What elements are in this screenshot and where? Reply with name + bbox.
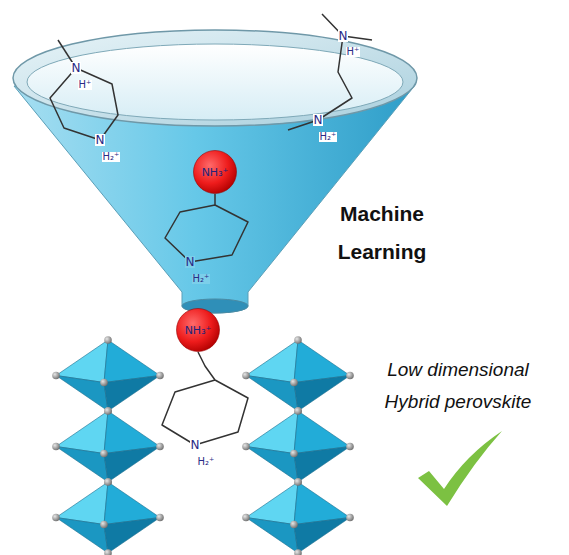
vertex-atom <box>346 372 354 380</box>
molecule-bonds <box>50 14 372 445</box>
octahedron-face <box>294 340 350 383</box>
ammonium-sphere: NH₃⁺ <box>176 308 220 352</box>
ammonium-sphere: NH₃⁺ <box>193 150 237 194</box>
octahedron-face <box>246 482 298 525</box>
atom-label: N <box>338 30 349 43</box>
vertex-atom <box>346 443 354 451</box>
octahedron-face <box>294 376 350 412</box>
octahedron-face <box>56 411 108 454</box>
charge-label: H⁺ <box>346 47 361 58</box>
vertex-atom <box>290 379 298 387</box>
vertex-atom <box>104 478 112 486</box>
octahedron-face <box>104 340 160 383</box>
atom-label: N <box>190 439 201 452</box>
vertex-atom <box>346 514 354 522</box>
octahedron-face <box>246 376 298 412</box>
octahedron-face <box>56 447 108 483</box>
vertex-atom <box>242 443 250 451</box>
octahedron-face <box>246 518 298 554</box>
atom-label: N <box>95 134 106 147</box>
octahedron-face <box>104 411 160 454</box>
vertex-atom <box>294 407 302 415</box>
charge-label: H⁺ <box>78 80 93 91</box>
octahedron-face <box>104 376 160 412</box>
vertex-atom <box>156 372 164 380</box>
ion-label: NH₃⁺ <box>176 308 220 352</box>
octahedron-face <box>56 376 108 412</box>
octahedron-face <box>294 518 350 554</box>
vertex-atom <box>290 521 298 529</box>
charge-label: H₂⁺ <box>192 274 211 285</box>
vertex-atom <box>100 450 108 458</box>
atom-label: N <box>185 256 196 269</box>
atom-label: N <box>313 114 324 127</box>
check-mark <box>418 431 502 506</box>
charge-label: H₂⁺ <box>197 457 216 468</box>
material-label: Low dimensional Hybrid perovskite <box>364 354 552 419</box>
octahedron-face <box>104 482 160 525</box>
vertex-atom <box>52 443 60 451</box>
octahedron-face <box>246 340 298 383</box>
vertex-atom <box>104 407 112 415</box>
octahedron-face <box>246 411 298 454</box>
octahedron-face <box>294 411 350 454</box>
vertex-atom <box>104 549 112 555</box>
vertex-atom <box>100 379 108 387</box>
atom-label: N <box>71 62 82 75</box>
vertex-atom <box>242 514 250 522</box>
charge-label: H₂⁺ <box>319 132 338 143</box>
vertex-atom <box>290 450 298 458</box>
vertex-atom <box>294 336 302 344</box>
method-label: Machine Learning <box>323 195 441 271</box>
vertex-atom <box>294 407 302 415</box>
octahedron-face <box>246 447 298 483</box>
octahedron-face <box>294 482 350 525</box>
octahedron-face <box>56 340 108 383</box>
octahedron-face <box>56 482 108 525</box>
vertex-atom <box>294 478 302 486</box>
octahedron-face <box>104 447 160 483</box>
octahedron-face <box>104 518 160 554</box>
vertex-atom <box>156 443 164 451</box>
octahedra-chains <box>52 336 354 555</box>
vertex-atom <box>104 478 112 486</box>
vertex-atom <box>52 372 60 380</box>
octahedron-face <box>56 518 108 554</box>
funnel <box>13 30 417 313</box>
vertex-atom <box>242 372 250 380</box>
vertex-atom <box>294 549 302 555</box>
vertex-atom <box>52 514 60 522</box>
charge-label: H₂⁺ <box>102 152 121 163</box>
vertex-atom <box>104 407 112 415</box>
vertex-atom <box>156 514 164 522</box>
vertex-atom <box>104 336 112 344</box>
ion-label: NH₃⁺ <box>193 150 237 194</box>
octahedron-face <box>294 447 350 483</box>
vertex-atom <box>100 521 108 529</box>
vertex-atom <box>294 478 302 486</box>
